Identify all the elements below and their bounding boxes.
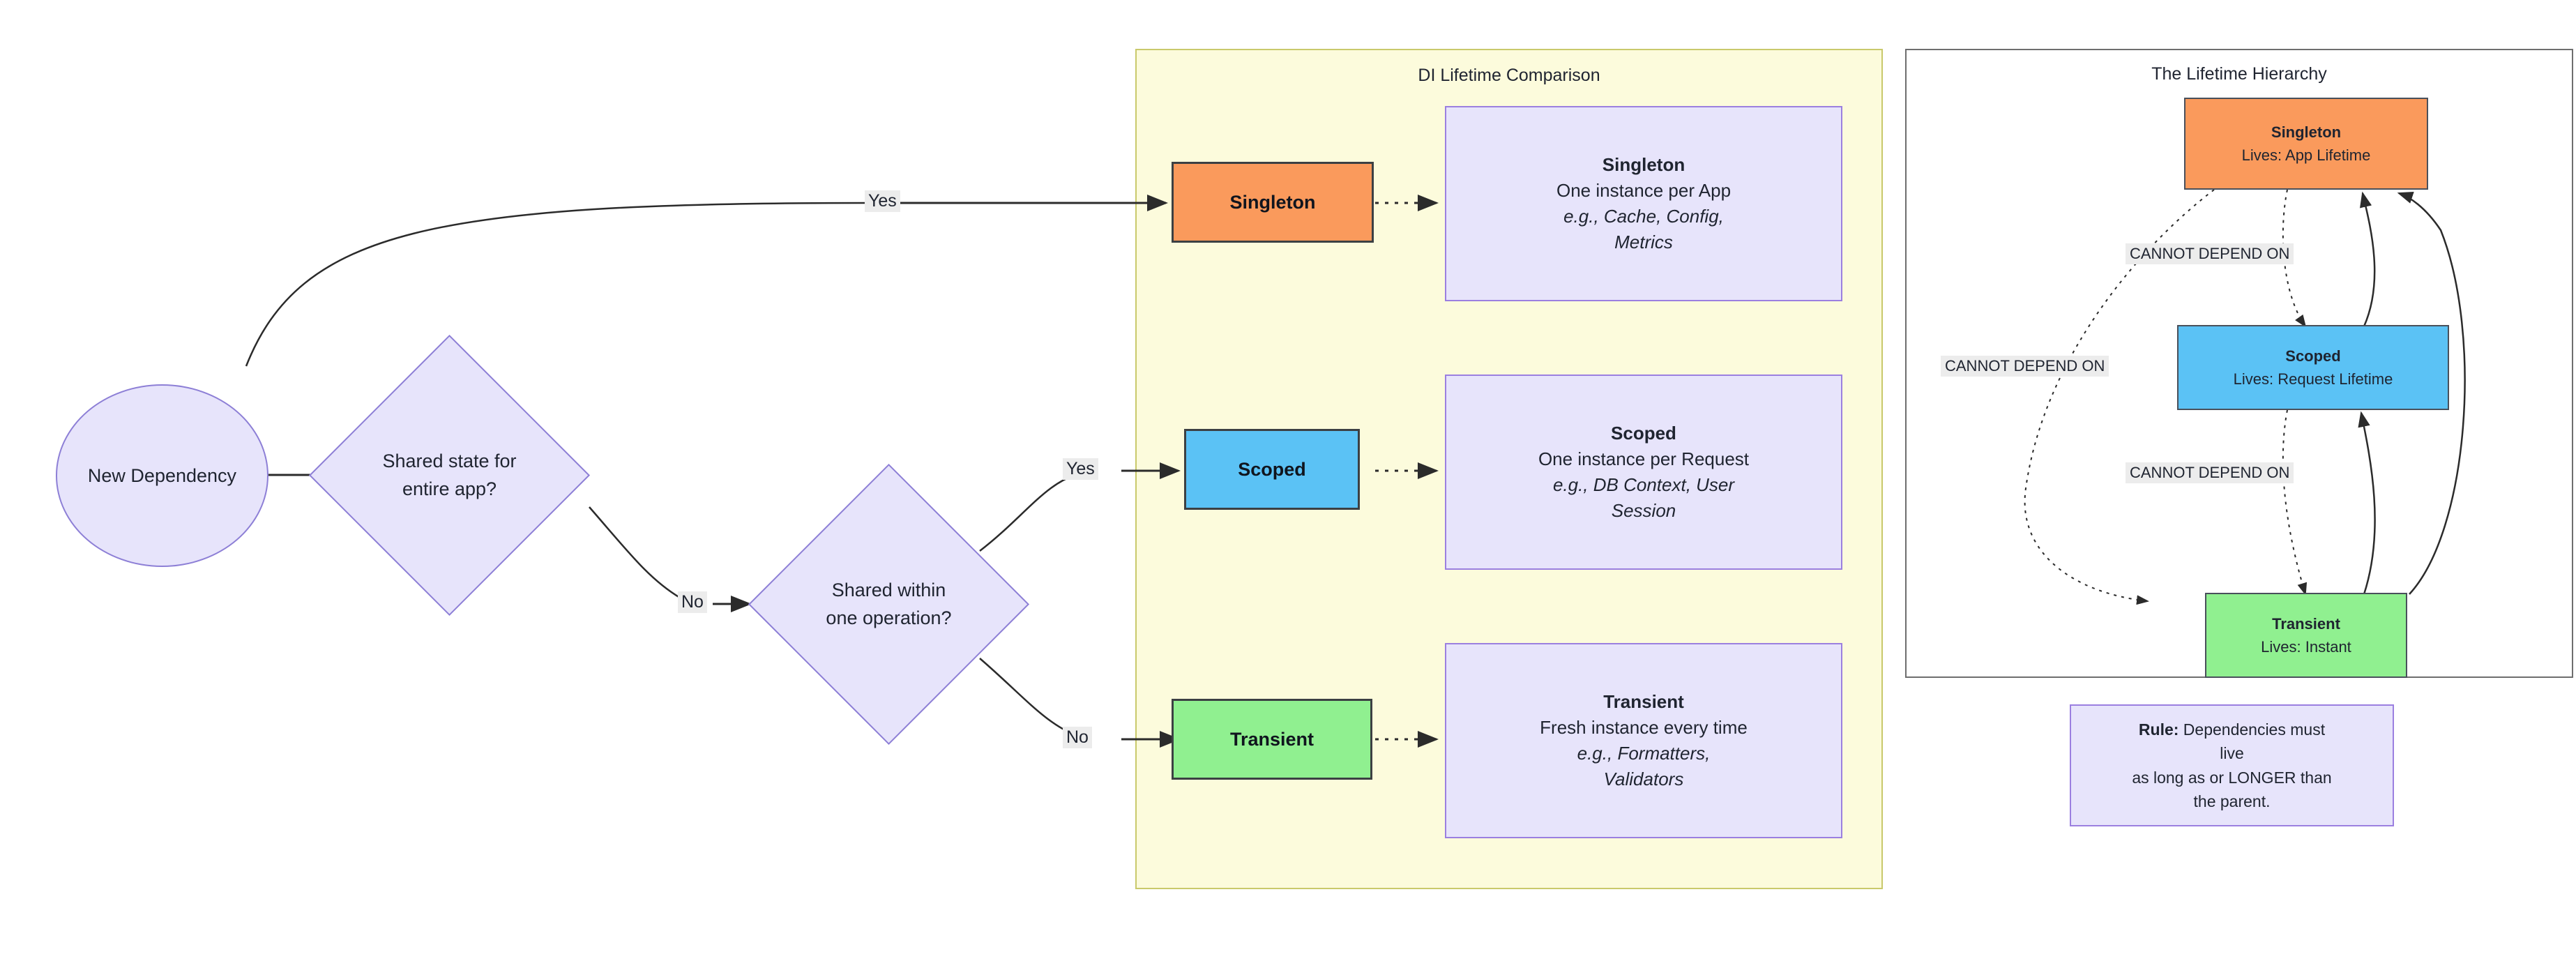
decision-line-1: Shared state for xyxy=(382,451,517,472)
lifetime-hierarchy-title: The Lifetime Hierarchy xyxy=(2151,64,2327,84)
decision-label-group: Shared within one operation? xyxy=(751,505,1026,704)
decision-shared-state-entire-app[interactable]: Shared state for entire app? xyxy=(308,334,591,617)
card-line-2: One instance per App xyxy=(1556,180,1732,202)
edge-label-no-transient: No xyxy=(1063,727,1092,748)
rule-card[interactable]: Rule: Dependencies must live as long as … xyxy=(2070,704,2394,826)
hierarchy-box-lives: Lives: Request Lifetime xyxy=(2233,370,2393,388)
card-line-3: e.g., Cache, Config, xyxy=(1563,206,1724,227)
decision-line-1: Shared within xyxy=(831,580,946,601)
card-title: Scoped xyxy=(1611,423,1676,444)
rule-line-2: live xyxy=(2220,744,2244,762)
edge-label-yes-scoped: Yes xyxy=(1063,458,1098,480)
hierarchy-box-scoped[interactable]: Scoped Lives: Request Lifetime xyxy=(2177,325,2449,410)
hierarchy-box-lives: Lives: App Lifetime xyxy=(2241,146,2371,164)
hierarchy-box-name: Singleton xyxy=(2271,123,2342,141)
card-line-2: One instance per Request xyxy=(1538,448,1750,470)
card-line-3: e.g., DB Context, User xyxy=(1552,474,1735,495)
hierarchy-edge-label-singleton-scoped: CANNOT DEPEND ON xyxy=(2126,243,2294,264)
hierarchy-box-transient[interactable]: Transient Lives: Instant xyxy=(2205,593,2407,678)
start-node-label: New Dependency xyxy=(87,464,237,486)
rule-line-1-rest: Dependencies must xyxy=(2179,720,2326,739)
edge-label-no-to-second-decision: No xyxy=(678,591,707,613)
lifetime-pill-transient[interactable]: Transient xyxy=(1172,699,1372,780)
rule-line-3: as long as or LONGER than xyxy=(2132,768,2332,787)
start-node-new-dependency[interactable]: New Dependency xyxy=(56,384,268,567)
hierarchy-edge-label-scoped-transient: CANNOT DEPEND ON xyxy=(2126,462,2294,483)
lifetime-pill-scoped[interactable]: Scoped xyxy=(1184,429,1360,510)
decision-line-2: entire app? xyxy=(402,478,497,499)
card-line-2: Fresh instance every time xyxy=(1540,717,1748,739)
card-title: Transient xyxy=(1603,691,1684,713)
card-line-4: Session xyxy=(1611,499,1676,521)
rule-bold-prefix: Rule: xyxy=(2138,720,2179,739)
decision-line-2: one operation? xyxy=(826,607,952,628)
lifetime-pill-singleton[interactable]: Singleton xyxy=(1172,162,1374,243)
hierarchy-box-singleton[interactable]: Singleton Lives: App Lifetime xyxy=(2184,98,2428,190)
hierarchy-box-lives: Lives: Instant xyxy=(2261,638,2351,656)
hierarchy-box-name: Scoped xyxy=(2285,347,2341,365)
decision-shared-within-one-operation[interactable]: Shared within one operation? xyxy=(748,463,1030,746)
card-line-4: Metrics xyxy=(1614,231,1673,252)
detail-card-transient[interactable]: Transient Fresh instance every time e.g.… xyxy=(1445,643,1842,838)
card-line-4: Validators xyxy=(1603,768,1684,789)
rule-line-4: the parent. xyxy=(2193,792,2271,810)
card-title: Singleton xyxy=(1602,154,1685,176)
decision-label-group: Shared state for entire app? xyxy=(312,376,587,575)
pill-label: Scoped xyxy=(1238,458,1306,480)
hierarchy-edge-label-singleton-transient: CANNOT DEPEND ON xyxy=(1941,356,2109,377)
rule-line-1: Rule: Dependencies must xyxy=(2139,718,2325,742)
card-line-3: e.g., Formatters, xyxy=(1577,743,1711,764)
pill-label: Transient xyxy=(1229,728,1314,750)
edge-label-yes-singleton: Yes xyxy=(865,190,900,212)
detail-card-singleton[interactable]: Singleton One instance per App e.g., Cac… xyxy=(1445,106,1842,301)
detail-card-scoped[interactable]: Scoped One instance per Request e.g., DB… xyxy=(1445,375,1842,570)
pill-label: Singleton xyxy=(1229,191,1316,213)
hierarchy-box-name: Transient xyxy=(2272,615,2340,633)
di-lifetime-comparison-title: DI Lifetime Comparison xyxy=(1418,66,1600,85)
